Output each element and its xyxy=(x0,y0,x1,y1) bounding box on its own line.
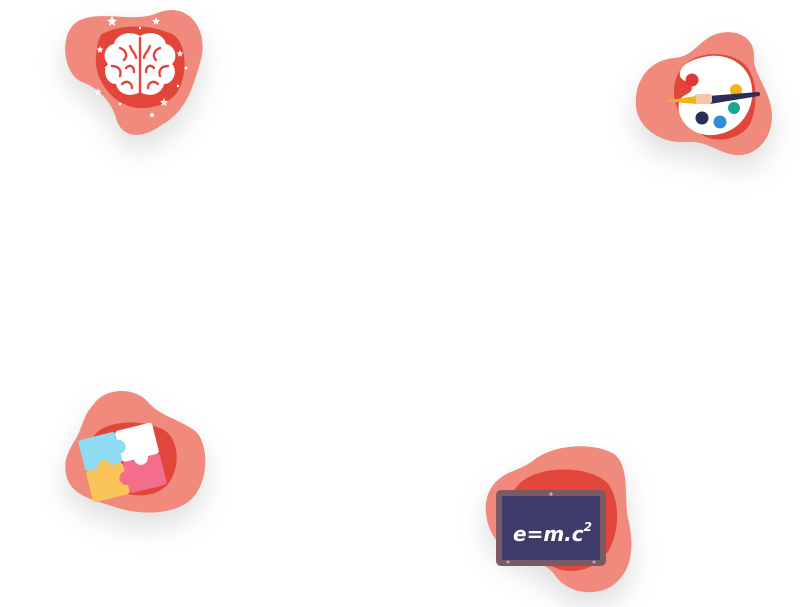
puzzle-piece-pink xyxy=(123,453,167,493)
chalkboard-badge-graphic: e=m.c2 xyxy=(485,446,632,593)
formula-main: e=m.c xyxy=(513,522,584,546)
chalkboard-badge: e=m.c2 xyxy=(484,444,639,594)
paint-palette-icon xyxy=(664,55,761,136)
palette-badge-graphic xyxy=(635,32,772,156)
puzzle-badge-graphic xyxy=(65,390,206,513)
brain-icon xyxy=(104,33,176,95)
puzzle-icon xyxy=(78,422,167,503)
paintbrush-icon xyxy=(664,92,761,104)
paint-red xyxy=(685,73,699,87)
puzzle-piece-yellow xyxy=(86,463,130,503)
paint-yellow xyxy=(730,84,742,96)
formula-exponent: 2 xyxy=(584,520,592,534)
palette-badge xyxy=(634,30,776,162)
puzzle-badge xyxy=(64,390,209,518)
puzzle-piece-blue xyxy=(78,432,122,471)
chalkboard-surface xyxy=(502,496,600,560)
puzzle-piece-white xyxy=(115,422,159,462)
paint-teal xyxy=(728,102,740,114)
chalkboard-formula: e=m.c2 xyxy=(513,520,592,546)
chalkboard-icon: e=m.c2 xyxy=(496,490,606,566)
brain-badge-graphic xyxy=(65,10,203,135)
brain-badge xyxy=(60,8,210,143)
paint-navy xyxy=(695,111,709,125)
paint-blue xyxy=(713,115,727,129)
